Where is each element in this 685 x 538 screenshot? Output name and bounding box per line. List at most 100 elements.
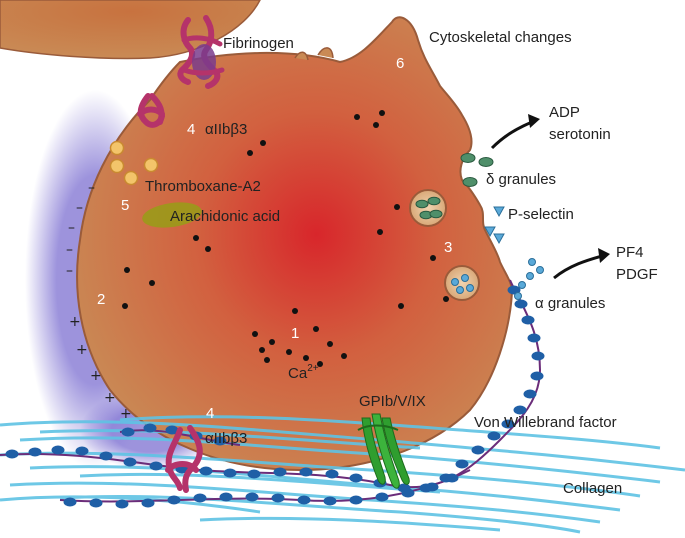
delta-granules [460, 153, 494, 187]
vwf-bead [271, 493, 285, 503]
vwf-bead [523, 389, 537, 399]
membrane-charges: – – – – – + + + + + [66, 180, 132, 422]
vwf-bead [531, 351, 545, 361]
thromboxane-molecules [109, 140, 159, 186]
gpib-receptor [357, 413, 410, 489]
label-serotonin: serotonin [549, 126, 611, 143]
vwf-bead [349, 473, 363, 483]
integrin-bottom [165, 425, 203, 493]
arachidonic-acid-blob [142, 202, 202, 228]
label-gpib: GPIb/V/IX [359, 393, 426, 410]
vwf-bead [530, 371, 544, 381]
vwf-bead [115, 499, 129, 509]
vwf-bead [223, 468, 237, 478]
release-arrow-adp [490, 114, 540, 150]
label-cytoskeletal-changes: Cytoskeletal changes [429, 29, 572, 46]
membrane-protrusion [317, 47, 334, 59]
label-alpha-granules: α granules [535, 295, 605, 312]
vwf-bead [247, 469, 261, 479]
label-fibrinogen: Fibrinogen [223, 35, 294, 52]
vwf-bead [28, 447, 42, 457]
positive-charge: + [69, 314, 81, 330]
vwf-bead [63, 497, 77, 507]
vwf-bead [425, 482, 439, 492]
positive-charge: + [104, 390, 116, 406]
vwf-bead [375, 492, 389, 502]
vwf-bead [5, 449, 19, 459]
positive-charge: + [76, 342, 88, 358]
label-delta-granules: δ granules [486, 171, 556, 188]
vwf-bead [349, 495, 363, 505]
step-number-4-top: 4 [187, 121, 195, 138]
release-arrow-pf4 [553, 248, 610, 280]
vwf-bead [323, 496, 337, 506]
step-number-4-bottom: 4 [206, 405, 214, 422]
label-collagen: Collagen [563, 480, 622, 497]
label-thromboxane: Thromboxane-A2 [145, 178, 261, 195]
platelet-cell [76, 16, 514, 472]
label-adp: ADP [549, 104, 580, 121]
vwf-bead [471, 445, 485, 455]
step-number-6: 6 [396, 55, 404, 72]
adjacent-platelet [0, 0, 261, 60]
calcium-symbol: Ca [288, 365, 308, 382]
vwf-bead [299, 467, 313, 477]
vwf-bead [89, 498, 103, 508]
vwf-bead [401, 488, 415, 498]
negative-charge: – [88, 180, 95, 196]
positive-charge: + [90, 368, 102, 384]
vwf-bead [513, 405, 527, 415]
label-calcium: Ca2+ [288, 363, 319, 382]
step-number-5: 5 [121, 197, 129, 214]
negative-charge: – [66, 242, 73, 258]
vwf-bead [167, 495, 181, 505]
integrin-left [137, 93, 165, 128]
vwf-bead [527, 333, 541, 343]
vwf-bead [213, 436, 227, 446]
positive-charge: + [120, 406, 132, 422]
step-number-2: 2 [97, 291, 105, 308]
step-number-1: 1 [291, 325, 299, 342]
vwf-bead [521, 315, 535, 325]
label-integrin-top: αIIbβ3 [205, 121, 247, 138]
vwf-bead [245, 492, 259, 502]
label-pdgf: PDGF [616, 266, 658, 283]
label-arachidonic-acid: Arachidonic acid [170, 208, 280, 225]
vwf-bead [487, 431, 501, 441]
integrin-top [177, 15, 225, 89]
granule-delta-internal [409, 189, 447, 227]
label-von-willebrand: Von Willebrand factor [474, 414, 617, 431]
label-p-selectin: P-selectin [508, 206, 574, 223]
vwf-bead [273, 467, 287, 477]
granule-alpha-internal [444, 265, 480, 301]
membrane-protrusion [294, 51, 309, 61]
vwf-bead [141, 498, 155, 508]
vwf-bead [165, 425, 179, 435]
p-selectin-molecules [484, 206, 505, 245]
vwf-bead [193, 493, 207, 503]
vwf-bead [143, 423, 157, 433]
vwf-bead [325, 469, 339, 479]
step-number-3: 3 [444, 239, 452, 256]
vwf-bead [199, 466, 213, 476]
label-integrin-bottom: αIIbβ3 [205, 430, 247, 447]
vwf-bead [51, 445, 65, 455]
negative-charge: – [68, 220, 75, 236]
label-pf4: PF4 [616, 244, 644, 261]
negative-charge: – [66, 263, 73, 279]
vwf-bead [219, 492, 233, 502]
vwf-bead [99, 451, 113, 461]
calcium-ions [122, 110, 449, 367]
negative-charge: – [76, 200, 83, 216]
vwf-bead [445, 473, 459, 483]
vwf-bead [501, 419, 515, 429]
vwf-bead [149, 461, 163, 471]
vwf-bead [514, 299, 528, 309]
calcium-charge: 2+ [307, 363, 319, 374]
vwf-bead [455, 459, 469, 469]
vwf-bead [121, 427, 135, 437]
vwf-bead [75, 446, 89, 456]
vwf-bead [123, 457, 137, 467]
alpha-granule-release [514, 258, 544, 300]
